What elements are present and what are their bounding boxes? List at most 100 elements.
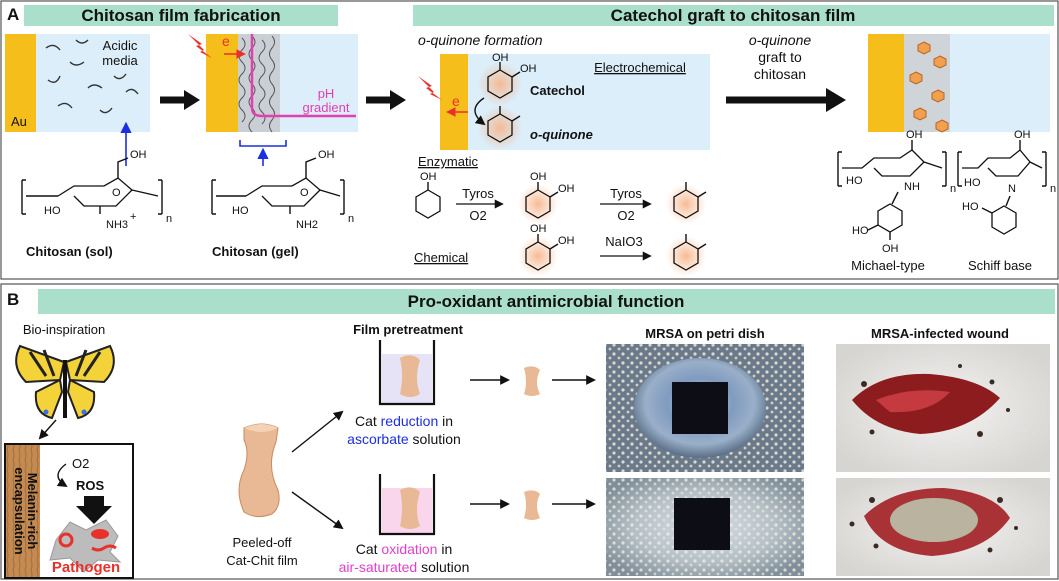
gel-oh: OH (318, 149, 335, 161)
mic-oh-2: OH (882, 243, 899, 255)
fab-header: Chitosan film fabrication (81, 6, 280, 25)
bio-inspiration-label: Bio-inspiration (23, 322, 105, 337)
panel-b-header-bar (38, 289, 1055, 314)
panel-b-letter: B (7, 290, 19, 309)
reduction-line-2: ascorbate solution (347, 431, 461, 447)
acidic-label-2: media (102, 53, 138, 68)
ph-label-1: pH (318, 86, 335, 101)
graft-text-3: chitosan (754, 66, 806, 82)
tyros-2: Tyros (610, 186, 642, 201)
mic-n: n (950, 183, 956, 195)
panel-b: B Pro-oxidant antimicrobial function Bio… (0, 283, 1059, 580)
grafted-film (868, 34, 1050, 133)
sol-n: n (166, 213, 172, 225)
sol-nh3: NH3 (106, 219, 128, 231)
gear-icon (58, 532, 74, 548)
electrochemical-label: Electrochemical (594, 60, 686, 75)
o2-2: O2 (617, 208, 634, 223)
graft-header-bar (413, 5, 1054, 26)
butterfly-icon (15, 344, 115, 420)
chemical-label: Chemical (414, 250, 468, 265)
gel-ho: HO (232, 205, 249, 217)
electrode-sol: Au Acidic media (5, 34, 150, 166)
gel-n: n (348, 213, 354, 225)
fab-header-bar (24, 5, 338, 26)
chitosan-gel-structure: OH HO O NH2 n (211, 149, 354, 231)
lightning-icon-1 (188, 34, 212, 58)
enz-oh-2: OH (558, 183, 575, 195)
chemical-reaction: OH OH NaIO3 (518, 223, 707, 276)
chitosan-chains (45, 39, 139, 114)
wound-photo-1 (836, 344, 1050, 472)
gel-o-atom: O (300, 187, 309, 199)
pathogen-label: Pathogen (52, 559, 120, 576)
panel-a: A Chitosan film fabrication Catechol gra… (0, 0, 1059, 280)
mic-nh: NH (904, 181, 920, 193)
film-pretreatment-label: Film pretreatment (353, 322, 463, 337)
panel-b-header: Pro-oxidant antimicrobial function (408, 292, 685, 311)
enzymatic-reaction: OH Tyros O2 OH OH Tyros O2 (415, 171, 707, 224)
wound-photo-2 (836, 478, 1050, 576)
chitosan-gel-label: Chitosan (gel) (212, 244, 299, 259)
enzymatic-label: Enzymatic (418, 154, 478, 169)
au-label-1: Au (11, 114, 27, 129)
electrochemical-box: Electrochemical OH OH Catechol o-quinone… (418, 52, 710, 150)
tyros-1: Tyros (462, 186, 494, 201)
beaker-reduction (378, 340, 436, 406)
sch-n: n (1050, 183, 1056, 195)
peeled-label-2: Cat-Chit film (226, 553, 298, 568)
electron-label-2: e (452, 93, 460, 109)
enz-oh-1: OH (530, 171, 547, 183)
melanin-label-2: encapsulation (12, 467, 27, 554)
phenol-oh: OH (420, 171, 437, 183)
beaker-oxidation (378, 474, 436, 536)
naio3-label: NaIO3 (605, 234, 643, 249)
electrode-gel: pH gradient e (188, 33, 358, 166)
panel-a-letter: A (7, 5, 19, 24)
graft-text-2: graft to (758, 49, 802, 65)
treated-film-1 (524, 366, 540, 396)
melanin-label-1: Melanin-rich (25, 473, 40, 550)
oquinone-formation: o-quinone formation (418, 32, 543, 48)
michael-label: Michael-type (851, 258, 925, 273)
sol-oh: OH (130, 149, 147, 161)
melanin-box: Melanin-rich encapsulation O2 ROS Pathog… (4, 443, 134, 579)
graft-header: Catechol graft to chitosan film (611, 6, 856, 25)
sol-o-atom: O (112, 187, 121, 199)
sch-ho: HO (964, 177, 981, 189)
ros-label: ROS (76, 478, 105, 493)
sol-ho: HO (44, 205, 61, 217)
o2-melanin: O2 (72, 456, 89, 471)
mic-oh: OH (906, 129, 923, 141)
mic-ho-2: HO (852, 225, 869, 237)
schiff-label: Schiff base (968, 258, 1032, 273)
chitosan-sol-structure: OH HO O NH3 + n (21, 149, 172, 231)
cat-oh-2: OH (520, 63, 537, 75)
mic-ho: HO (846, 175, 863, 187)
electron-label-1: e (222, 33, 230, 49)
mrsa-wound-label: MRSA-infected wound (871, 326, 1009, 341)
chitosan-sol-label: Chitosan (sol) (26, 244, 113, 259)
graft-text-1: o-quinone (749, 32, 811, 48)
sch-oh: OH (1014, 129, 1031, 141)
oxidation-line-2: air-saturated solution (339, 559, 470, 575)
chem-oh-2: OH (558, 235, 575, 247)
sch-n-atom: N (1008, 183, 1016, 195)
acidic-label-1: Acidic (103, 38, 138, 53)
schiff-structure: OH HO N n HO (957, 129, 1056, 235)
oquinone-label: o-quinone (530, 127, 593, 142)
treated-film-2 (524, 490, 540, 520)
sch-ho-2: HO (962, 201, 979, 213)
o2-1: O2 (469, 208, 486, 223)
michael-structure: OH HO NH n HO OH (837, 129, 956, 255)
peeled-film-icon (238, 423, 280, 518)
peeled-label-1: Peeled-off (232, 535, 291, 550)
reduction-line-1: Cat reduction in (355, 413, 453, 429)
chem-oh-1: OH (530, 223, 547, 235)
petri-photo-1 (606, 344, 804, 472)
cat-oh-1: OH (492, 52, 509, 64)
oxidation-line-1: Cat oxidation in (356, 541, 453, 557)
sol-charge: + (130, 211, 136, 223)
ph-label-2: gradient (303, 100, 350, 115)
